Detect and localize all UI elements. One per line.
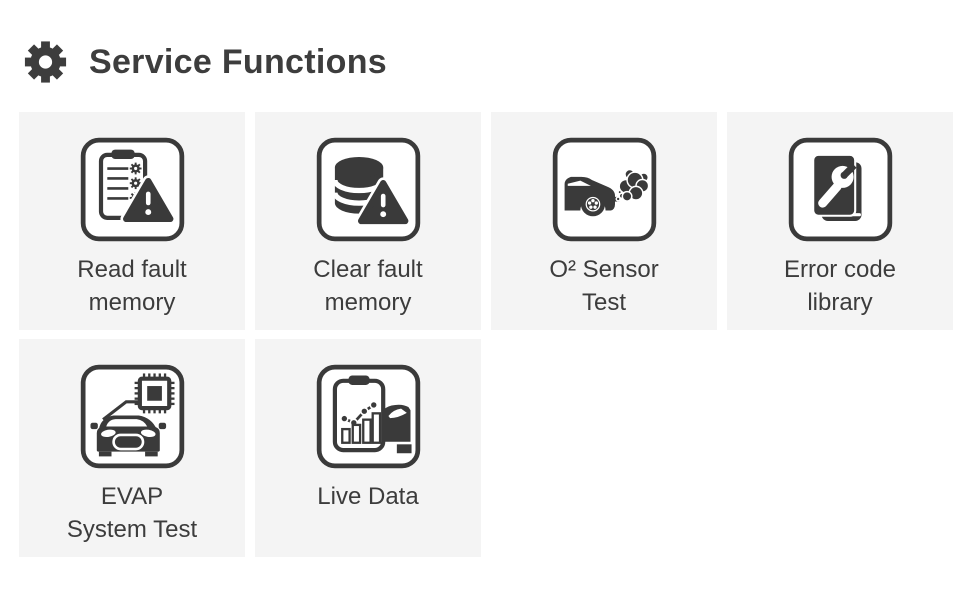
tile-label: Clear fault memory — [313, 256, 423, 316]
database-warning-icon — [316, 137, 421, 242]
tile-label: Live Data — [317, 483, 419, 510]
page-header: Service Functions — [0, 0, 970, 87]
clipboard-chart-car-icon — [316, 364, 421, 469]
gear-icon — [24, 41, 67, 83]
tile-label: Read fault memory — [77, 256, 187, 316]
tile-clear-fault-memory[interactable]: Clear fault memory — [255, 112, 481, 330]
tile-read-fault-memory[interactable]: Read fault memory — [19, 112, 245, 330]
tile-evap-system-test[interactable]: EVAP System Test — [19, 339, 245, 557]
car-with-chip-icon — [80, 364, 185, 469]
tile-live-data[interactable]: Live Data — [255, 339, 481, 557]
page-title: Service Functions — [89, 42, 387, 81]
book-with-wrench-icon — [788, 137, 893, 242]
tile-o2-sensor-test[interactable]: O² Sensor Test — [491, 112, 717, 330]
clipboard-warning-icon — [80, 137, 185, 242]
car-exhaust-smoke-icon — [552, 137, 657, 242]
tile-label: Error code library — [783, 256, 897, 316]
service-functions-grid: Read fault memory Clear fault memory — [19, 112, 953, 557]
tile-label: O² Sensor Test — [549, 256, 659, 316]
tile-error-code-library[interactable]: Error code library — [727, 112, 953, 330]
tile-label: EVAP System Test — [66, 483, 198, 543]
